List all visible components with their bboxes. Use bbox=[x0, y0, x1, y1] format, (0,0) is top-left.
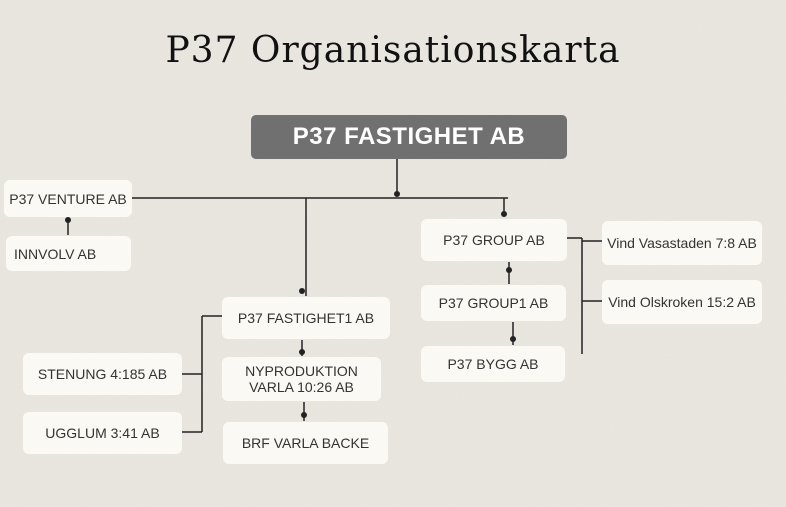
node-olskroken: Vind Olskroken 15:2 AB bbox=[602, 280, 762, 324]
node-fastighet1: P37 FASTIGHET1 AB bbox=[222, 297, 390, 339]
page-title: P37 Organisationskarta bbox=[165, 30, 621, 71]
node-venture: P37 VENTURE AB bbox=[4, 180, 132, 217]
node-bygg: P37 BYGG AB bbox=[421, 346, 565, 382]
node-innvolv: INNVOLV AB bbox=[6, 236, 131, 271]
node-brf: BRF VARLA BACKE bbox=[223, 422, 388, 464]
root-node: P37 FASTIGHET AB bbox=[251, 115, 567, 159]
node-group: P37 GROUP AB bbox=[421, 219, 567, 261]
node-vasastaden: Vind Vasastaden 7:8 AB bbox=[602, 221, 762, 265]
node-stenung: STENUNG 4:185 AB bbox=[23, 353, 182, 395]
node-group1: P37 GROUP1 AB bbox=[421, 285, 566, 321]
node-nyproduktion: NYPRODUKTION VARLA 10:26 AB bbox=[222, 357, 381, 401]
node-ugglum: UGGLUM 3:41 AB bbox=[23, 412, 182, 454]
